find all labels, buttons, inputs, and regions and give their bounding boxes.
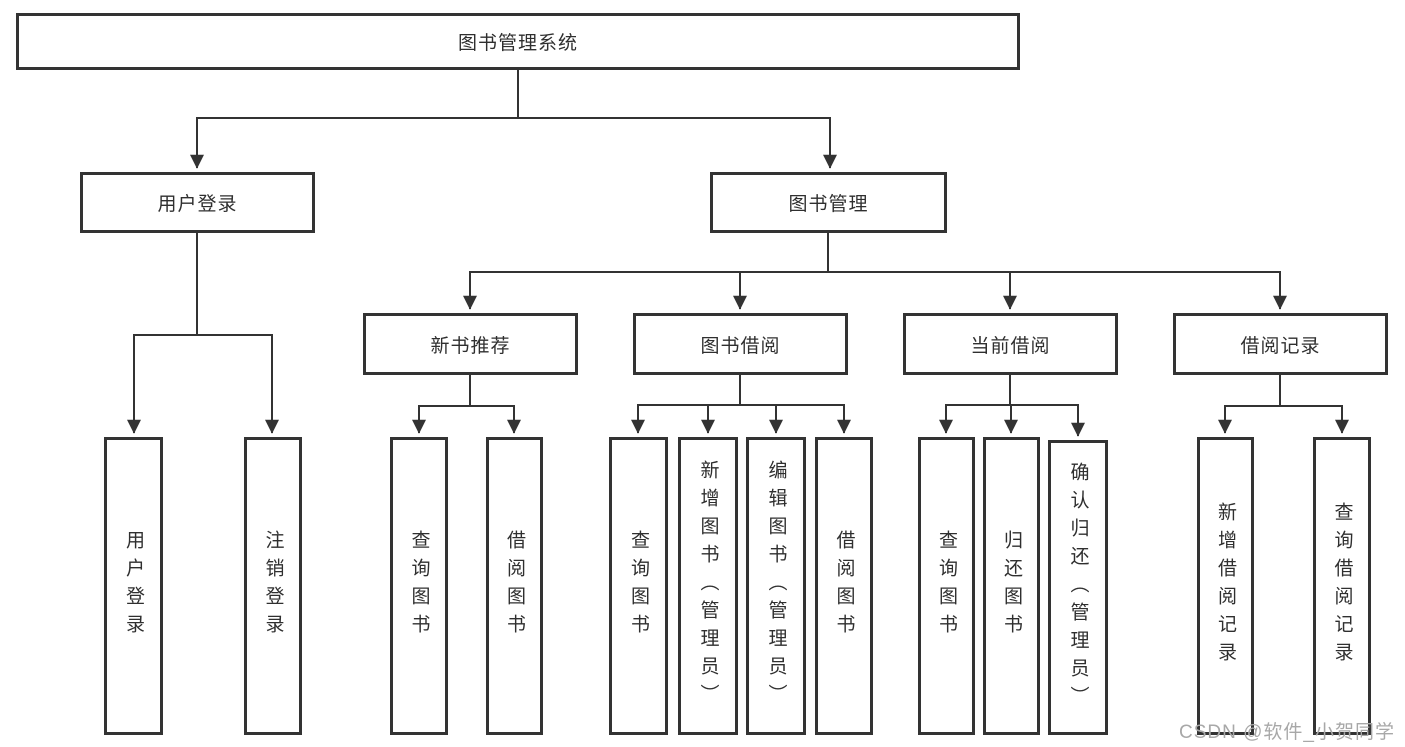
node-leaf-user-login: 用户登录 [104, 437, 163, 735]
node-leaf-confirm-return-admin: 确认归还（管理员） [1048, 440, 1108, 735]
edges-user-login [127, 233, 279, 434]
node-label: 新增借阅记录 [1215, 502, 1236, 670]
node-leaf-edit-book-admin: 编辑图书（管理员） [746, 437, 806, 735]
node-label: 图书管理 [788, 194, 869, 215]
node-label: 新书推荐 [430, 335, 511, 357]
node-book-borrowing: 图书借阅 [633, 313, 848, 375]
node-label: 借阅记录 [1240, 335, 1321, 357]
edges-root [190, 70, 837, 169]
node-label: 查询借阅记录 [1331, 502, 1353, 670]
node-label: 用户登录 [123, 530, 144, 642]
node-leaf-query-borrow-record: 查询借阅记录 [1313, 437, 1371, 735]
edges-book-borrow [631, 375, 851, 434]
node-label: 查询图书 [408, 530, 430, 642]
node-label: 借阅图书 [504, 530, 525, 642]
node-leaf-logout: 注销登录 [244, 437, 302, 735]
node-book-management: 图书管理 [710, 172, 947, 233]
node-label: 用户登录 [157, 194, 238, 215]
node-leaf-borrow-book-2: 借阅图书 [815, 437, 873, 735]
node-leaf-return-book: 归还图书 [983, 437, 1040, 735]
node-user-login: 用户登录 [80, 172, 315, 233]
node-label: 图书借阅 [700, 335, 781, 357]
node-current-borrowing: 当前借阅 [903, 313, 1118, 375]
node-label: 归还图书 [1001, 530, 1022, 642]
node-label: 当前借阅 [970, 335, 1051, 357]
node-label: 借阅图书 [833, 530, 855, 642]
node-label: 查询图书 [628, 530, 649, 642]
node-leaf-query-book-3: 查询图书 [918, 437, 975, 735]
node-leaf-add-borrow-record: 新增借阅记录 [1197, 437, 1254, 735]
edges-current-borrow [939, 375, 1085, 437]
node-label: 查询图书 [936, 530, 957, 642]
node-label: 编辑图书（管理员） [765, 460, 787, 712]
node-label: 图书管理系统 [457, 33, 578, 54]
edges-borrow-records [1218, 375, 1349, 434]
csdn-watermark: CSDN @软件_小贺同学 [1179, 722, 1395, 743]
node-label: 确认归还（管理员） [1067, 461, 1089, 714]
node-leaf-query-book-2: 查询图书 [609, 437, 668, 735]
node-label: 新增图书（管理员） [697, 460, 719, 712]
node-leaf-borrow-book-1: 借阅图书 [486, 437, 543, 735]
node-new-book-recommend: 新书推荐 [363, 313, 578, 375]
node-leaf-query-book-1: 查询图书 [390, 437, 448, 735]
edges-book-mgmt [463, 233, 1287, 310]
node-library-system: 图书管理系统 [16, 13, 1020, 70]
node-borrow-records: 借阅记录 [1173, 313, 1388, 375]
node-leaf-add-book-admin: 新增图书（管理员） [678, 437, 738, 735]
node-label: 注销登录 [262, 530, 284, 642]
edges-new-book-rec [412, 375, 521, 434]
